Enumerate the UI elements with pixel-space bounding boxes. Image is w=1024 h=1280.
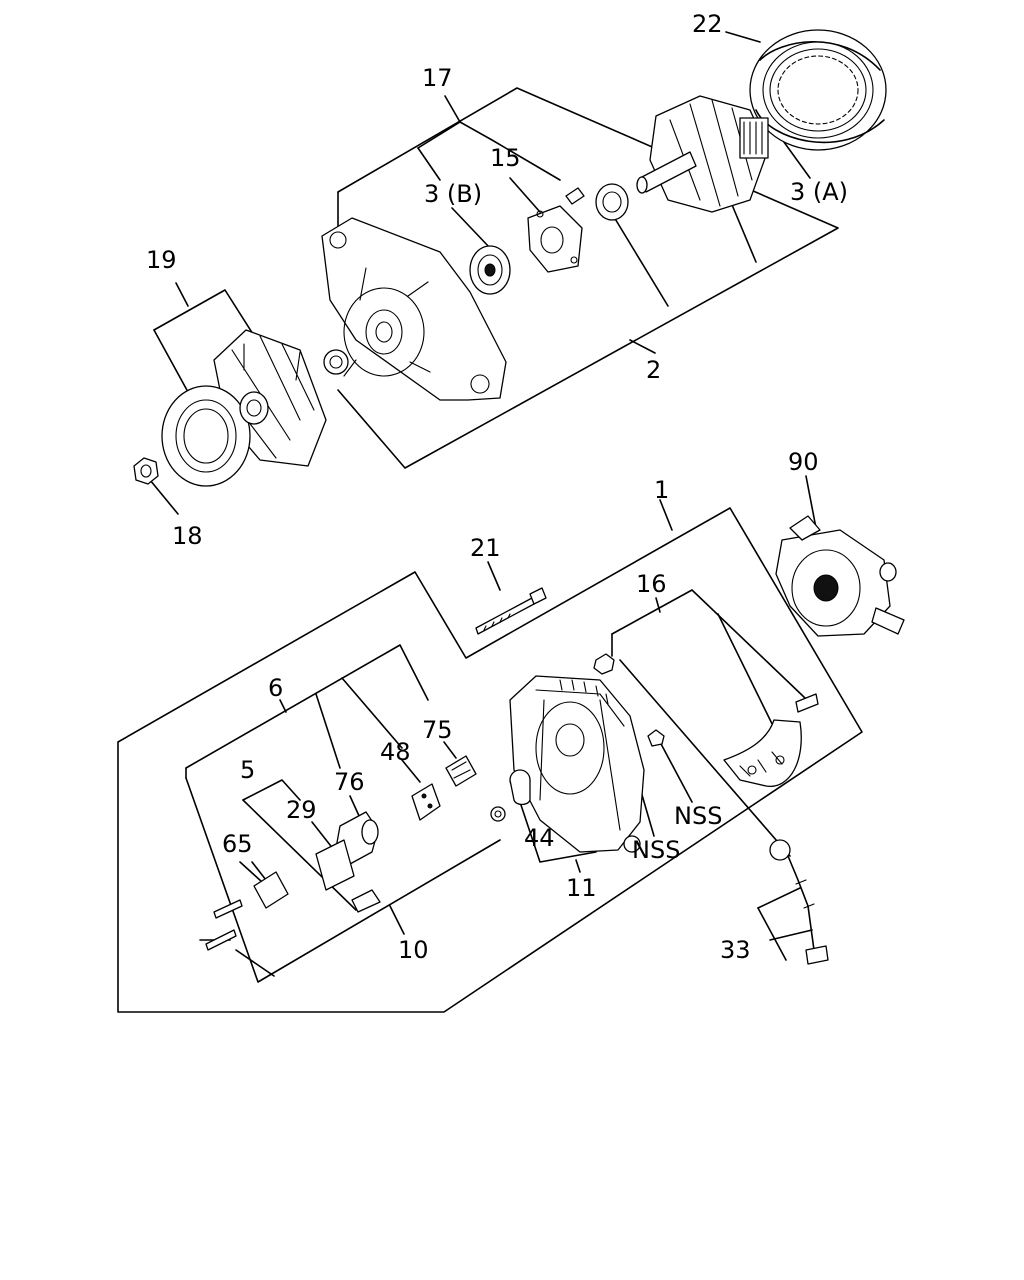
callout-48: 48 [380,738,411,766]
regulator-part [315,839,381,913]
callout-3a: 3 (A) [790,178,848,206]
callout-22: 22 [692,10,723,38]
retainer-plate-part [527,187,585,273]
bushing-part [509,769,531,806]
washer-part [490,806,506,822]
callout-11: 11 [566,874,597,902]
stator-part [749,29,887,151]
vacuum-pump-part [775,515,905,637]
pulley-fan-part [161,329,327,487]
callout-33: 33 [720,936,751,964]
callout-1: 1 [654,476,669,504]
callout-10: 10 [398,936,429,964]
nss-nut-part [647,729,665,747]
spacer-collar-part [323,349,349,375]
callout-21: 21 [470,534,501,562]
callout-3b: 3 (B) [424,180,482,208]
front-housing-part [321,217,507,401]
callout-nss-1: NSS [674,802,722,830]
callout-44: 44 [524,824,555,852]
connector-part [205,871,289,951]
wire-harness-part [769,839,829,965]
nut-part [133,457,159,485]
callout-18: 18 [172,522,203,550]
through-bolt-part [475,587,547,635]
terminal-nut-part [593,653,615,675]
callout-90: 90 [788,448,819,476]
part-75-part [445,755,477,787]
rear-housing-part [509,675,645,853]
callout-75: 75 [422,716,453,744]
rotor-part [636,95,769,213]
rectifier-part [723,693,819,787]
callout-6: 6 [268,674,283,702]
callout-2: 2 [646,356,661,384]
callout-17: 17 [422,64,453,92]
bearing-3b-part [469,245,511,295]
callout-5: 5 [240,756,255,784]
callout-19: 19 [146,246,177,274]
callout-15: 15 [490,144,521,172]
callout-16: 16 [636,570,667,598]
callout-65: 65 [222,830,253,858]
rotor-bearing-part [595,183,629,221]
callout-76: 76 [334,768,365,796]
upper-bracket-lines [149,31,839,515]
callout-29: 29 [286,796,317,824]
part-48-part [411,783,441,821]
callout-nss-2: NSS [632,836,680,864]
